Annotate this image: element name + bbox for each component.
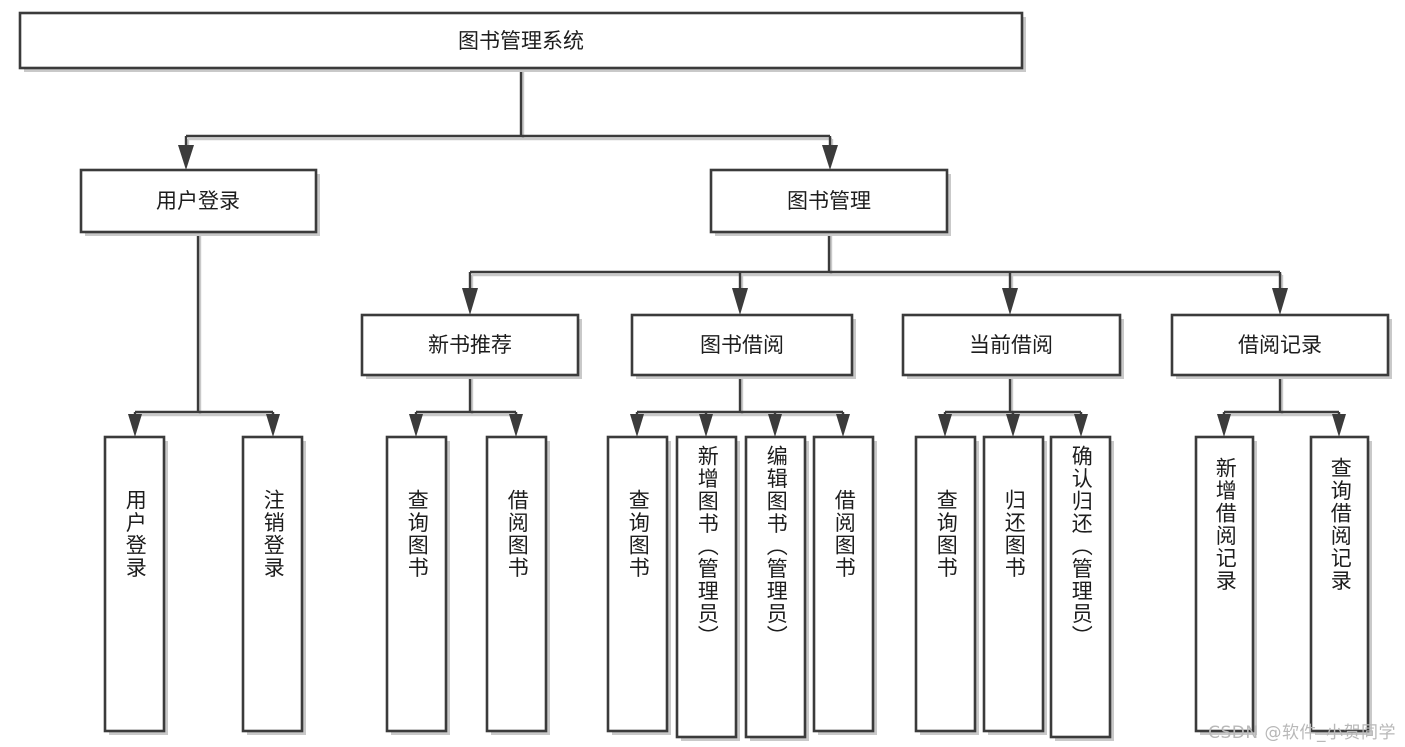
leaf-user-logout-box[interactable] <box>241 435 304 733</box>
leaf-borrow-book-1-box[interactable] <box>485 435 548 733</box>
node-leaf-borrow-book-2[interactable] <box>812 435 877 735</box>
node-leaf-return-book[interactable] <box>982 435 1047 735</box>
csdn-watermark: CSDN @软件_小贺同学 <box>1208 723 1396 743</box>
current-borrow-box[interactable] <box>901 313 1122 377</box>
leaf-add-book-admin-box[interactable] <box>675 435 738 739</box>
node-leaf-edit-book-admin[interactable] <box>744 435 809 741</box>
node-book-borrow[interactable]: 图书借阅 <box>630 313 856 379</box>
leaf-edit-book-admin-box[interactable] <box>744 435 807 739</box>
edge-userlogin-to-leaves <box>128 232 280 437</box>
leaf-confirm-return-admin-box[interactable] <box>1049 435 1112 739</box>
node-book-manage[interactable]: 图书管理 <box>709 168 951 236</box>
node-leaf-confirm-return-admin[interactable] <box>1049 435 1114 741</box>
node-root[interactable]: 图书管理系统 <box>18 11 1026 72</box>
node-user-login[interactable]: 用户登录 <box>79 168 320 236</box>
root-label: 图书管理系统 <box>458 29 584 53</box>
node-leaf-user-login[interactable] <box>103 435 168 735</box>
connectors-group <box>128 68 1346 437</box>
current-borrow-label: 当前借阅 <box>969 333 1053 357</box>
node-leaf-add-borrow-record[interactable] <box>1194 435 1257 735</box>
node-borrow-record[interactable]: 借阅记录 <box>1170 313 1392 379</box>
node-leaf-query-borrow-record[interactable] <box>1309 435 1372 735</box>
root-box[interactable] <box>18 11 1024 70</box>
borrow-record-label: 借阅记录 <box>1238 333 1322 357</box>
leaf-query-book-2-box[interactable] <box>606 435 669 733</box>
node-leaf-query-book-3[interactable] <box>914 435 979 735</box>
book-borrow-box[interactable] <box>630 313 854 377</box>
node-leaf-query-book-1[interactable] <box>385 435 450 735</box>
user-login-label: 用户登录 <box>156 189 240 213</box>
node-leaf-add-book-admin[interactable] <box>675 435 740 741</box>
book-manage-box[interactable] <box>709 168 949 234</box>
book-manage-label: 图书管理 <box>787 189 871 213</box>
edge-root-to-level2 <box>178 68 838 170</box>
book-borrow-label: 图书借阅 <box>700 333 784 357</box>
new-book-recommend-box[interactable] <box>360 313 580 377</box>
leaf-boxes-group <box>103 435 1372 741</box>
arrow-head-user-login <box>178 145 194 170</box>
leaf-query-book-1-box[interactable] <box>385 435 448 733</box>
edge-bookborrow-to-leaves <box>630 375 850 437</box>
edge-newbook-to-leaves <box>409 375 523 437</box>
edge-borrowrecord-to-leaves <box>1217 375 1346 437</box>
node-current-borrow[interactable]: 当前借阅 <box>901 313 1124 379</box>
leaf-user-login-box[interactable] <box>103 435 166 733</box>
leaf-query-book-3-box[interactable] <box>914 435 977 733</box>
edge-currentborrow-to-leaves <box>938 375 1088 437</box>
borrow-record-box[interactable] <box>1170 313 1390 377</box>
edge-bookmanage-to-level3 <box>462 232 1288 315</box>
new-book-recommend-label: 新书推荐 <box>428 333 512 357</box>
node-leaf-borrow-book-1[interactable] <box>485 435 550 735</box>
user-login-box[interactable] <box>79 168 318 234</box>
node-new-book-recommend[interactable]: 新书推荐 <box>360 313 582 379</box>
node-leaf-query-book-2[interactable] <box>606 435 671 735</box>
leaf-borrow-book-2-box[interactable] <box>812 435 875 733</box>
arrow-head-book-manage <box>822 145 838 170</box>
leaf-query-borrow-record-box[interactable] <box>1309 435 1370 733</box>
leaf-return-book-box[interactable] <box>982 435 1045 733</box>
node-leaf-user-logout[interactable] <box>241 435 306 735</box>
leaf-add-borrow-record-box[interactable] <box>1194 435 1255 733</box>
